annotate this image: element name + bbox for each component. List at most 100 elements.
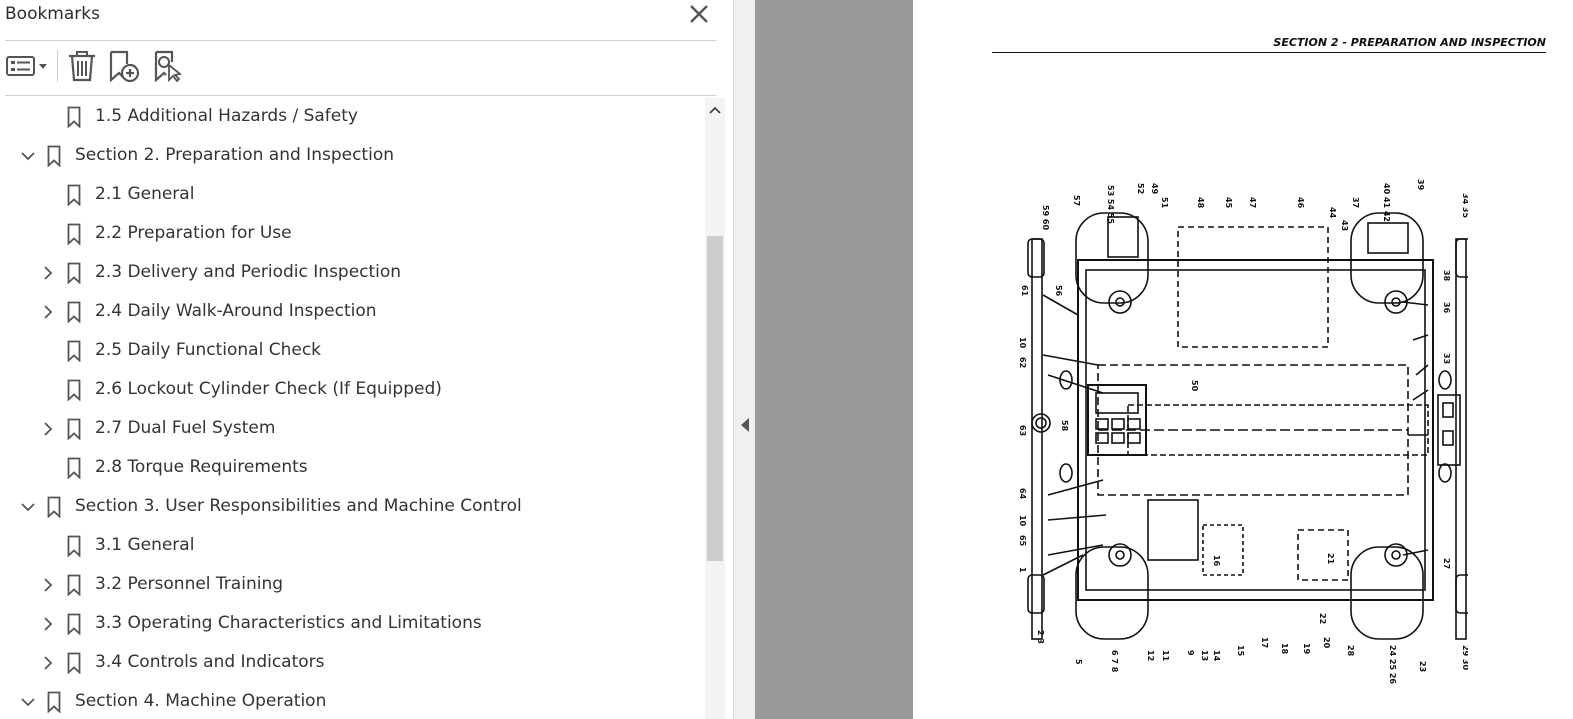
bookmark-label[interactable]: 2.4 Daily Walk-Around Inspection	[95, 301, 377, 321]
bookmark-label[interactable]: 3.2 Personnel Training	[95, 574, 284, 594]
bookmarks-panel: Bookmarks 1.5 Additional Hazards / Safet…	[0, 0, 733, 719]
bookmark-item[interactable]: 3.2 Personnel Training	[0, 566, 705, 605]
chevron-right-icon[interactable]	[39, 654, 57, 672]
bookmark-label[interactable]: 3.3 Operating Characteristics and Limita…	[95, 613, 482, 633]
bookmark-item[interactable]: 3.3 Operating Characteristics and Limita…	[0, 605, 705, 644]
bookmark-item[interactable]: 2.3 Delivery and Periodic Inspection	[0, 254, 705, 293]
svg-text:33: 33	[1442, 353, 1451, 364]
chevron-right-icon[interactable]	[39, 420, 57, 438]
svg-text:19: 19	[1302, 643, 1311, 655]
svg-text:36: 36	[1442, 302, 1451, 314]
bookmark-item[interactable]: Section 2. Preparation and Inspection	[0, 137, 705, 176]
document-viewer-background	[755, 0, 913, 719]
svg-text:61: 61	[1020, 285, 1029, 297]
bookmark-label[interactable]: 2.7 Dual Fuel System	[95, 418, 276, 438]
svg-text:16: 16	[1212, 555, 1221, 567]
svg-text:20: 20	[1322, 637, 1331, 649]
chevron-right-icon[interactable]	[39, 303, 57, 321]
svg-text:49: 49	[1150, 183, 1159, 195]
svg-text:18: 18	[1280, 643, 1289, 655]
svg-text:50: 50	[1190, 380, 1199, 392]
bookmark-item[interactable]: 2.1 General	[0, 176, 705, 215]
bookmark-icon	[67, 301, 81, 323]
bookmark-label[interactable]: 1.5 Additional Hazards / Safety	[95, 106, 358, 126]
add-bookmark-icon[interactable]	[108, 50, 140, 82]
bookmark-icon	[67, 223, 81, 245]
panel-splitter[interactable]	[733, 0, 755, 719]
svg-text:12: 12	[1146, 650, 1155, 661]
bookmark-label[interactable]: 2.6 Lockout Cylinder Check (If Equipped)	[95, 379, 442, 399]
bookmark-icon	[67, 457, 81, 479]
svg-text:24 25 26: 24 25 26	[1388, 645, 1397, 684]
chevron-right-icon[interactable]	[39, 615, 57, 633]
bookmark-item[interactable]: 2.2 Preparation for Use	[0, 215, 705, 254]
collapse-panel-arrow-icon[interactable]	[741, 418, 749, 432]
page-header: SECTION 2 - PREPARATION AND INSPECTION	[1273, 36, 1546, 49]
svg-text:43: 43	[1340, 220, 1349, 231]
svg-text:17: 17	[1260, 637, 1269, 648]
svg-text:22: 22	[1318, 613, 1327, 624]
svg-text:11: 11	[1161, 650, 1170, 662]
svg-text:1: 1	[1018, 567, 1027, 573]
svg-text:15: 15	[1236, 645, 1245, 657]
bookmark-item[interactable]: 2.7 Dual Fuel System	[0, 410, 705, 449]
svg-text:9: 9	[1186, 650, 1195, 656]
svg-text:57: 57	[1072, 195, 1081, 206]
bookmark-icon	[67, 535, 81, 557]
bookmark-label[interactable]: 2.5 Daily Functional Check	[95, 340, 322, 360]
svg-text:27: 27	[1442, 558, 1451, 569]
bookmark-icon	[67, 262, 81, 284]
bookmark-icon	[67, 379, 81, 401]
bookmark-label[interactable]: Section 2. Preparation and Inspection	[75, 145, 394, 165]
bookmark-item[interactable]: 2.6 Lockout Cylinder Check (If Equipped)	[0, 371, 705, 410]
bookmark-icon	[67, 418, 81, 440]
bookmark-label[interactable]: 2.3 Delivery and Periodic Inspection	[95, 262, 402, 282]
svg-text:13: 13	[1200, 650, 1209, 661]
bookmark-label[interactable]: 3.4 Controls and Indicators	[95, 652, 325, 672]
bookmark-item[interactable]: 2.5 Daily Functional Check	[0, 332, 705, 371]
bookmark-icon	[67, 574, 81, 596]
svg-text:10: 10	[1018, 515, 1027, 527]
bookmark-label[interactable]: 2.8 Torque Requirements	[95, 457, 308, 477]
bookmark-item[interactable]: 3.1 General	[0, 527, 705, 566]
svg-text:37: 37	[1351, 197, 1360, 208]
bookmark-icon	[47, 691, 61, 713]
header-rule	[992, 52, 1546, 53]
bookmark-label[interactable]: 2.2 Preparation for Use	[95, 223, 292, 243]
chevron-down-icon[interactable]	[19, 498, 37, 516]
list-options-icon[interactable]	[6, 50, 48, 82]
bookmark-item[interactable]: Section 3. User Responsibilities and Mac…	[0, 488, 705, 527]
chevron-down-icon[interactable]	[19, 693, 37, 711]
close-icon[interactable]	[686, 1, 712, 27]
find-current-bookmark-icon[interactable]	[153, 50, 183, 82]
chevron-down-icon[interactable]	[19, 147, 37, 165]
bookmark-label[interactable]: 2.1 General	[95, 184, 195, 204]
machine-chassis-diagram: 59 60 57 53 54 55 52 49 51 48 45 47 46 4…	[1018, 179, 1468, 684]
bookmark-icon	[67, 106, 81, 128]
svg-text:28: 28	[1346, 645, 1355, 657]
chevron-right-icon[interactable]	[39, 264, 57, 282]
bookmark-item[interactable]: 2.8 Torque Requirements	[0, 449, 705, 488]
svg-text:56: 56	[1054, 285, 1063, 297]
svg-text:52: 52	[1136, 183, 1145, 194]
bookmark-icon	[67, 340, 81, 362]
chevron-right-icon[interactable]	[39, 576, 57, 594]
bookmark-item[interactable]: Section 4. Machine Operation	[0, 683, 705, 719]
bookmark-item[interactable]: 1.5 Additional Hazards / Safety	[0, 98, 705, 137]
svg-text:14: 14	[1212, 650, 1221, 662]
svg-text:2 3: 2 3	[1036, 630, 1045, 644]
bookmark-item[interactable]: 2.4 Daily Walk-Around Inspection	[0, 293, 705, 332]
svg-text:5: 5	[1074, 659, 1083, 665]
bookmark-icon	[67, 652, 81, 674]
toolbar-separator	[57, 50, 58, 82]
bookmark-label[interactable]: 3.1 General	[95, 535, 195, 555]
trash-icon[interactable]	[67, 50, 97, 82]
bookmark-label[interactable]: Section 3. User Responsibilities and Mac…	[75, 496, 522, 516]
scroll-up-arrow-icon[interactable]	[705, 101, 725, 121]
svg-text:45: 45	[1224, 197, 1233, 209]
svg-text:38: 38	[1442, 270, 1451, 282]
bookmark-label[interactable]: Section 4. Machine Operation	[75, 691, 327, 711]
scrollbar-thumb[interactable]	[707, 236, 723, 561]
bookmark-item[interactable]: 3.4 Controls and Indicators	[0, 644, 705, 683]
